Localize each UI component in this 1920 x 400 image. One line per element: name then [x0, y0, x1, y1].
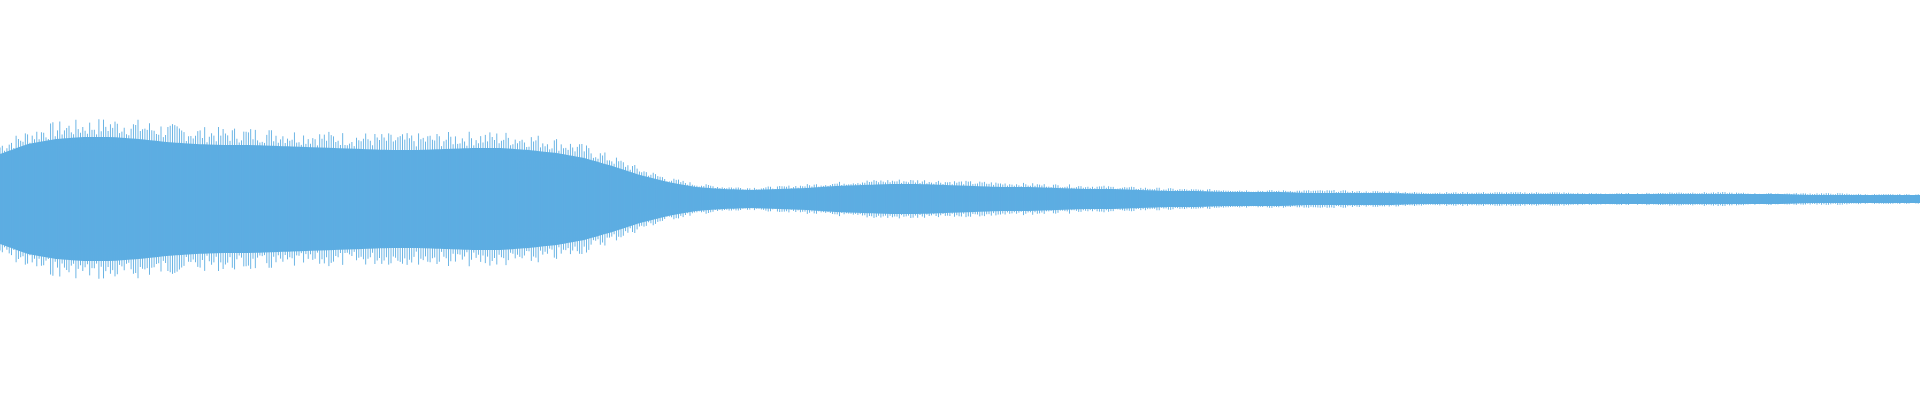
waveform-peak-lines: [0, 119, 1919, 279]
waveform-peaks: [0, 119, 1919, 279]
waveform-core-shape: [0, 137, 1920, 261]
waveform-body: [0, 137, 1920, 261]
